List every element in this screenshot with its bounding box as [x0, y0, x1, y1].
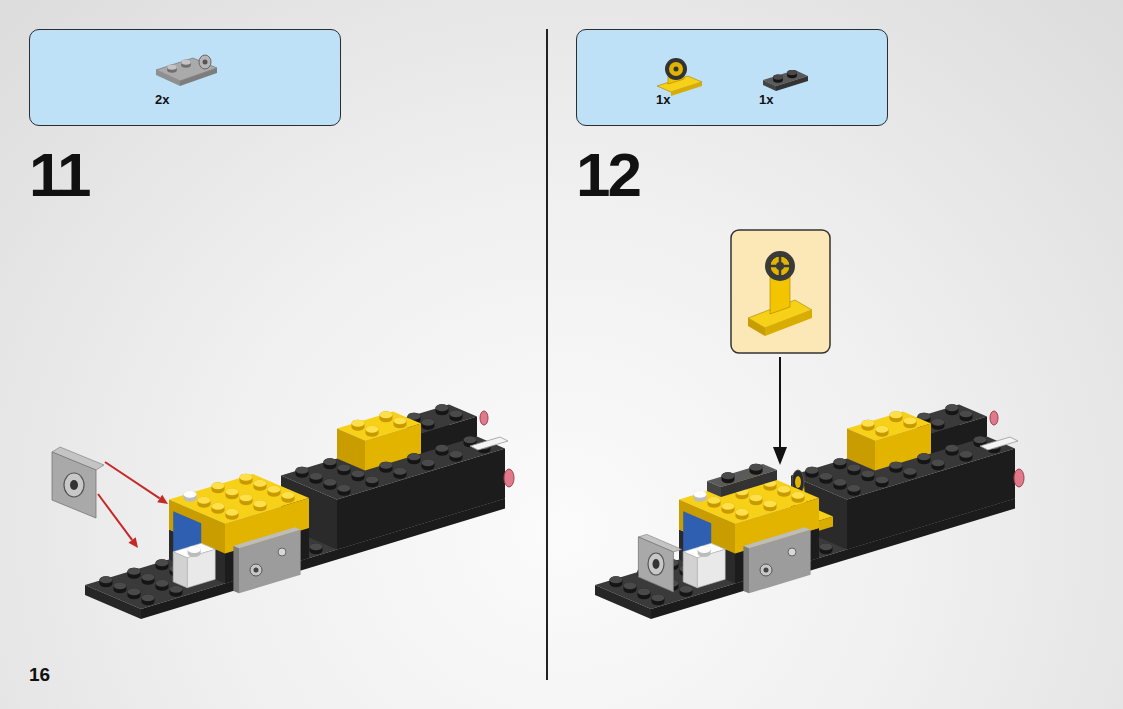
part-count: 2x [155, 93, 169, 106]
plate-1x2-icon [773, 74, 783, 82]
page-number: 16 [29, 665, 50, 684]
plate-1x2-icon [763, 80, 776, 91]
parts-list-fill [576, 29, 888, 126]
plate-with-clip-icon [156, 70, 180, 86]
steering-wheel-icon [674, 67, 679, 72]
clip-plate-part [52, 447, 104, 518]
plate-with-clip-icon [199, 55, 211, 69]
step-number: 11 [29, 144, 89, 206]
assembly-arrow [105, 462, 160, 498]
plate-with-clip-icon [203, 60, 208, 65]
step-12-model [638, 537, 673, 592]
plate-with-clip-icon [156, 55, 217, 86]
plate-with-clip-icon [181, 59, 191, 67]
clip-plate-part [70, 480, 78, 490]
step-12-model [721, 470, 777, 497]
step-12-model [653, 559, 660, 569]
step-12-model [595, 404, 1024, 619]
plate-1x2-icon [763, 70, 808, 91]
assembly-arrow [773, 357, 787, 465]
assembly-arrow [128, 537, 138, 548]
steering-wheel-icon [671, 82, 702, 96]
step-12-model [648, 553, 664, 575]
step-12-model [795, 476, 801, 488]
part-count: 1x [759, 93, 773, 106]
step-number: 12 [576, 144, 639, 206]
step-12-model [750, 464, 763, 475]
plate-with-clip-icon [180, 68, 217, 86]
step-11-model [85, 404, 514, 619]
parts-list-box: 1x 1x [576, 29, 888, 126]
assembly-arrow [98, 462, 168, 548]
parts-list-fill [29, 29, 341, 126]
part-callout [731, 230, 830, 353]
part-callout [731, 230, 830, 353]
steering-wheel-icon [665, 58, 687, 80]
assembly-arrow [773, 447, 787, 465]
steering-wheel-icon [669, 62, 683, 76]
part-callout [765, 251, 795, 281]
part-callout [748, 318, 765, 336]
assembly-arrow [157, 495, 168, 504]
step-12-model [722, 472, 735, 483]
part-count: 1x [656, 93, 670, 106]
assembly-arrow [98, 494, 132, 540]
clip-plate-part [64, 473, 84, 497]
clip-plate-part [52, 452, 96, 518]
step-12-model [595, 404, 1024, 619]
assembly-arrow [779, 357, 781, 449]
step-divider [546, 29, 548, 680]
part-callout [770, 256, 790, 276]
plate-1x2-icon [787, 70, 797, 78]
steering-wheel-icon [657, 58, 702, 96]
part-callout [765, 310, 812, 336]
plate-with-clip-icon [167, 64, 177, 72]
part-callout [776, 262, 784, 270]
step-12-model [707, 481, 721, 497]
step-11-model [85, 404, 514, 619]
parts-list-box: 2x [29, 29, 341, 126]
step-12-model [610, 474, 820, 606]
